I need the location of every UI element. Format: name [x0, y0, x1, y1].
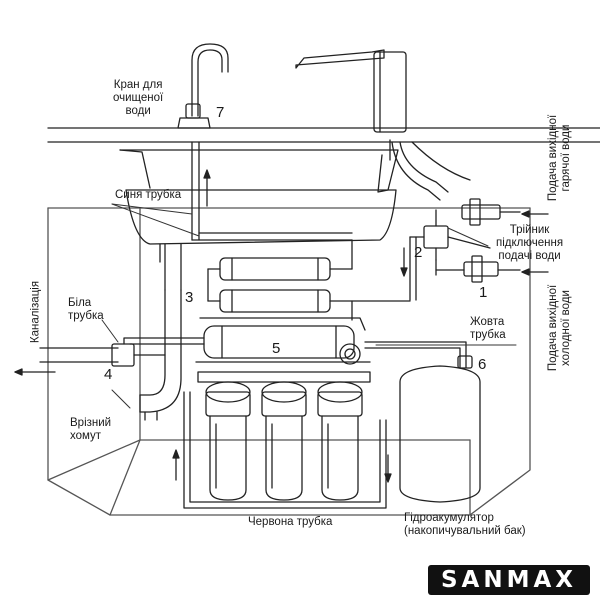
tee-label: Трійник підключення подачі води	[496, 224, 563, 263]
hot-water-label-line-1: Подача вихідної	[547, 114, 559, 202]
tap-label-line-2: очищеної	[113, 92, 164, 104]
tank-label-line-2: (накопичувальний бак)	[404, 525, 526, 537]
hot-water-valve	[461, 198, 521, 226]
tap-label: Кран для очищеної води	[113, 79, 163, 118]
cold-water-label: Подача вихідної холодної води	[547, 285, 573, 371]
prefilter-frame	[197, 371, 371, 383]
supply-arrows	[203, 169, 549, 277]
cold-water-label-line-2: холодної води	[560, 290, 572, 366]
yellow-tube-label-line-1: Жовта	[470, 316, 505, 328]
prefilter-1	[205, 381, 251, 501]
countertop	[47, 127, 600, 143]
hot-water-label: Подача вихідної гарячої води	[547, 115, 573, 201]
tap-label-line-3: води	[125, 105, 151, 117]
sanmax-logo: SANMAX	[428, 565, 590, 595]
red-tube-label: Червона трубка	[248, 516, 333, 528]
number-1: 1	[479, 284, 488, 301]
cold-water-label-line-1: Подача вихідної	[547, 284, 559, 372]
white-tube-label-line-2: трубка	[68, 310, 104, 322]
drain-pipe	[39, 243, 182, 421]
sewer-arrow	[14, 368, 56, 376]
tee-label-line-2: підключення	[496, 237, 564, 249]
hot-water-label-line-2: гарячої води	[560, 124, 572, 192]
post-filter-top	[207, 239, 353, 281]
sewer-label: Каналізація	[29, 280, 42, 344]
leader-lines	[101, 203, 517, 409]
prefilter-2	[261, 381, 307, 501]
tee-label-line-1: Трійник	[509, 224, 550, 236]
white-tube-label: Біла трубка	[68, 297, 104, 323]
tee-connector	[409, 209, 491, 301]
membrane-housing	[195, 317, 371, 365]
yellow-tube-label: Жовта трубка	[470, 316, 506, 342]
number-6: 6	[478, 356, 487, 373]
tee-label-line-3: подачі води	[498, 250, 561, 262]
yellow-tube-label-line-2: трубка	[470, 329, 506, 341]
tank-label: Гідроакумулятор (накопичувальний бак)	[404, 512, 526, 538]
post-filter-bottom	[207, 268, 411, 313]
number-4: 4	[104, 366, 113, 383]
accumulator-tank	[399, 355, 481, 503]
kitchen-faucet	[295, 49, 471, 201]
white-tube-label-line-1: Біла	[68, 297, 92, 309]
number-5: 5	[272, 340, 281, 357]
clamp-label-line-2: хомут	[70, 430, 102, 442]
clamp-label: Врізний хомут	[70, 417, 111, 443]
sink-bowl	[119, 149, 399, 263]
white-tube-line	[123, 337, 205, 345]
prefilter-3	[317, 381, 363, 501]
number-7: 7	[216, 104, 225, 121]
yellow-tube-line	[351, 300, 467, 369]
purified-faucet	[177, 43, 353, 241]
red-tube-line	[172, 391, 392, 509]
clamp-label-line-1: Врізний	[70, 417, 112, 429]
tap-label-line-1: Кран для	[113, 79, 163, 91]
number-2: 2	[414, 244, 423, 261]
tank-label-line-1: Гідроакумулятор	[404, 512, 494, 524]
number-3: 3	[185, 289, 194, 306]
blue-tube-label: Синя трубка	[115, 189, 182, 201]
cold-water-valve	[435, 255, 521, 283]
